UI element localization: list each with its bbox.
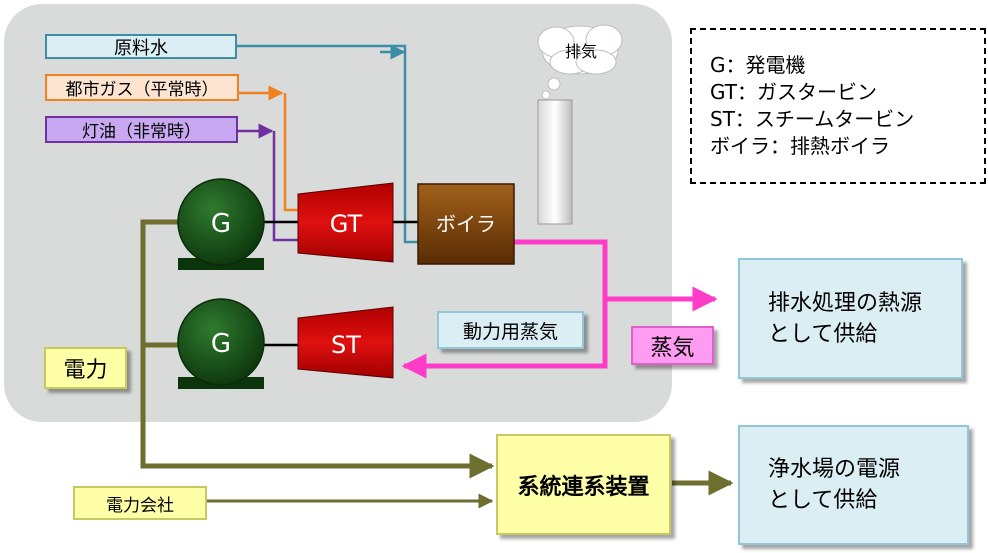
raw-water-box: 原料水	[45, 34, 237, 59]
generator-2-label: G	[211, 329, 231, 359]
legend-item: G：発電機	[710, 53, 806, 77]
wastewater-heat-line2: として供給	[768, 321, 878, 347]
gas-turbine	[297, 182, 394, 263]
city-gas-label: 都市ガス（平常時）	[65, 80, 219, 100]
steam-box: 蒸気	[631, 326, 714, 365]
steam-export-line	[514, 239, 718, 312]
wastewater-heat-box: 排水処理の熱源 として供給	[738, 258, 963, 379]
grid-interconnection-box: 系統連系装置	[496, 434, 671, 535]
generator-1-body	[177, 178, 265, 266]
power-company-box: 電力会社	[73, 486, 207, 520]
power-company-label: 電力会社	[106, 495, 174, 516]
electricity-box: 電力	[44, 347, 127, 389]
power-steam-box: 動力用蒸気	[437, 311, 584, 349]
exhaust-stack	[537, 99, 573, 225]
steam-return-line	[401, 299, 608, 379]
legend-item: ST：スチームタービン	[710, 107, 915, 131]
steam-turbine	[297, 306, 394, 379]
steam-turbine-label: ST	[331, 331, 361, 359]
plant-power-line2: として供給	[768, 488, 878, 513]
city-gas-box: 都市ガス（平常時）	[45, 74, 239, 101]
electricity-label: 電力	[63, 358, 108, 383]
generator-2-body	[177, 298, 265, 386]
generator-1-label: G	[211, 209, 231, 239]
gas-turbine-label: GT	[330, 210, 363, 238]
steam-label: 蒸気	[650, 335, 695, 361]
legend: G：発電機 GT：ガスタービン ST：スチームタービン ボイラ：排熱ボイラ	[690, 28, 986, 184]
power-steam-label: 動力用蒸気	[462, 320, 558, 343]
plant-power-line1: 浄水場の電源	[768, 457, 901, 482]
kerosene-label: 灯油（非常時）	[82, 122, 201, 142]
raw-water-label: 原料水	[114, 37, 168, 59]
exhaust-cloud	[537, 24, 623, 100]
water-line	[237, 44, 418, 244]
exhaust-label: 排気	[565, 42, 598, 61]
boiler-label: ボイラ	[436, 212, 496, 236]
plant-power-box: 浄水場の電源 として供給	[738, 425, 969, 545]
grid-interconnection-label: 系統連系装置	[517, 474, 650, 500]
kerosene-line	[272, 131, 298, 242]
kerosene-box: 灯油（非常時）	[45, 116, 238, 143]
boiler	[417, 183, 515, 265]
legend-item: ボイラ：排熱ボイラ	[710, 134, 890, 158]
wastewater-heat-line1: 排水処理の熱源	[768, 290, 923, 316]
legend-item: GT：ガスタービン	[710, 80, 878, 104]
gas-line	[283, 93, 298, 212]
